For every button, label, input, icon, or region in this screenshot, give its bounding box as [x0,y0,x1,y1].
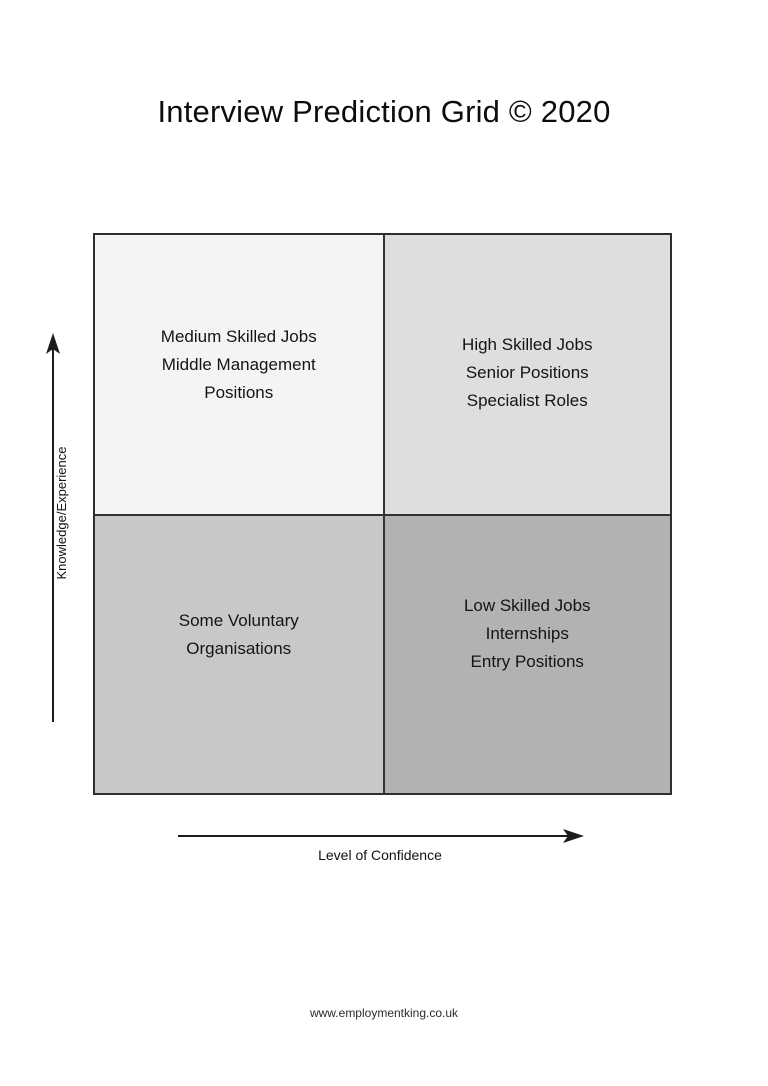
x-axis-label: Level of Confidence [318,847,442,863]
arrow-up-icon [46,333,60,354]
quadrant-bottom-right-text: Low Skilled Jobs Internships Entry Posit… [463,595,591,671]
footer-website-url: www.employmentking.co.uk [309,1006,459,1020]
y-axis-label: Knowledge/Experience [54,446,69,580]
quadrant-top-right[interactable]: High Skilled Jobs Senior Positions Speci… [382,235,670,514]
x-axis: Level of Confidence [170,822,590,882]
quadrant-top-right-text: High Skilled Jobs Senior Positions Speci… [462,334,593,410]
quadrant-top-left[interactable]: Medium Skilled Jobs Middle Management Po… [95,235,383,514]
quadrant-bottom-left[interactable]: Some Voluntary Organisations [95,514,383,793]
quadrant-top-left-text: Medium Skilled Jobs Middle Management Po… [160,326,317,402]
arrow-right-icon [563,829,584,843]
interview-prediction-grid: Medium Skilled Jobs Middle Management Po… [93,233,672,795]
page-title: Interview Prediction Grid © 2020 [157,94,611,129]
quadrant-bottom-left-text: Some Voluntary Organisations [178,610,299,658]
y-axis: Knowledge/Experience [22,330,84,730]
quadrant-bottom-right[interactable]: Low Skilled Jobs Internships Entry Posit… [382,514,670,793]
y-axis-line [46,333,60,722]
x-axis-line [178,829,584,843]
